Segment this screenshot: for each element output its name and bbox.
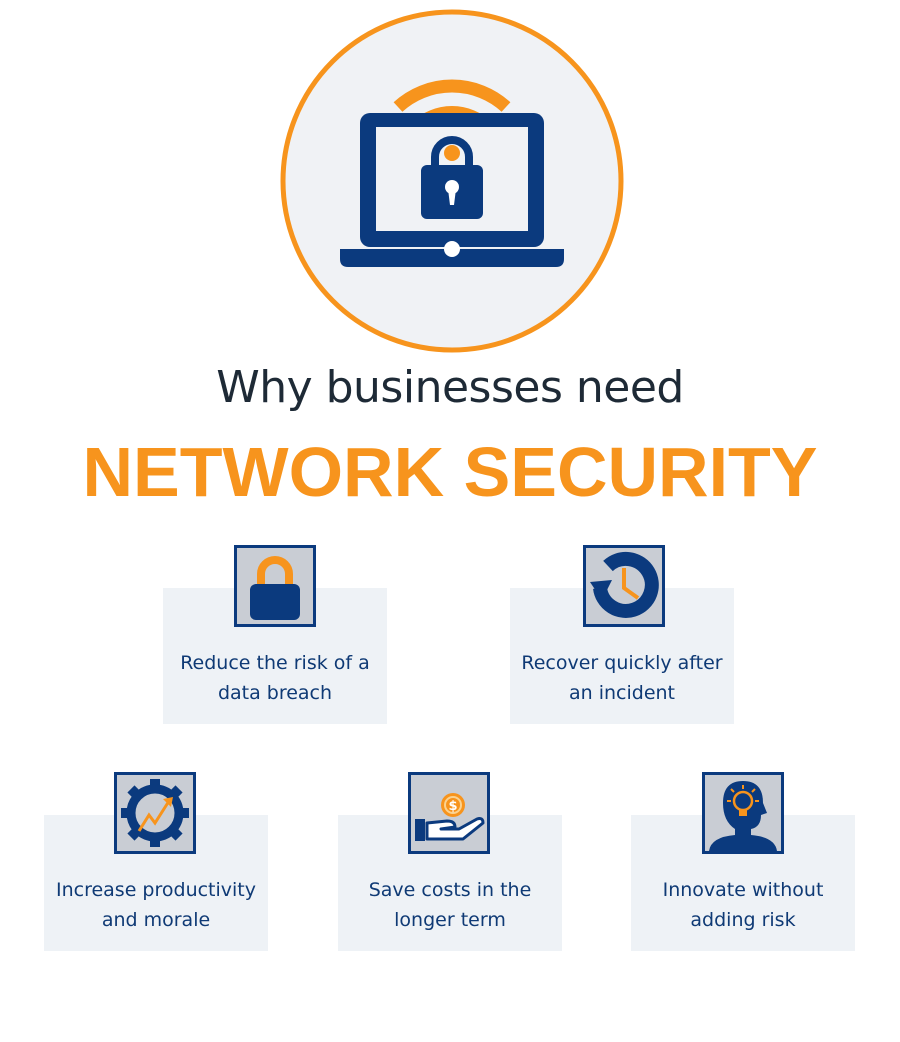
hand-coin-icon: $ (415, 793, 485, 841)
headline-intro: Why businesses need (216, 362, 684, 413)
svg-text:$: $ (448, 799, 457, 814)
benefit-label: Recover quickly after an incident (521, 652, 723, 704)
hand-coin-icon-box: $ (408, 772, 490, 854)
padlock-icon (250, 556, 300, 620)
headline-title: NETWORK SECURITY (82, 433, 818, 511)
laptop-lock-wifi-icon (280, 9, 624, 353)
clock-recovery-icon (590, 551, 659, 618)
benefit-card-recovery: Recover quickly after an incident (510, 588, 734, 724)
hero-illustration (280, 9, 624, 353)
gear-growth-icon (121, 779, 189, 847)
benefit-label: Innovate without adding risk (662, 879, 824, 931)
clock-recovery-icon-box (583, 545, 665, 627)
benefit-label: Increase productivity and morale (55, 879, 257, 931)
head-lightbulb-icon (709, 781, 777, 851)
padlock-icon-box (234, 545, 316, 627)
benefit-label: Reduce the risk of a data breach (180, 652, 370, 704)
benefit-card-costs: Save costs in the longer term (338, 815, 562, 951)
benefit-label: Save costs in the longer term (368, 879, 532, 931)
gear-growth-icon-box (114, 772, 196, 854)
head-lightbulb-icon-box (702, 772, 784, 854)
